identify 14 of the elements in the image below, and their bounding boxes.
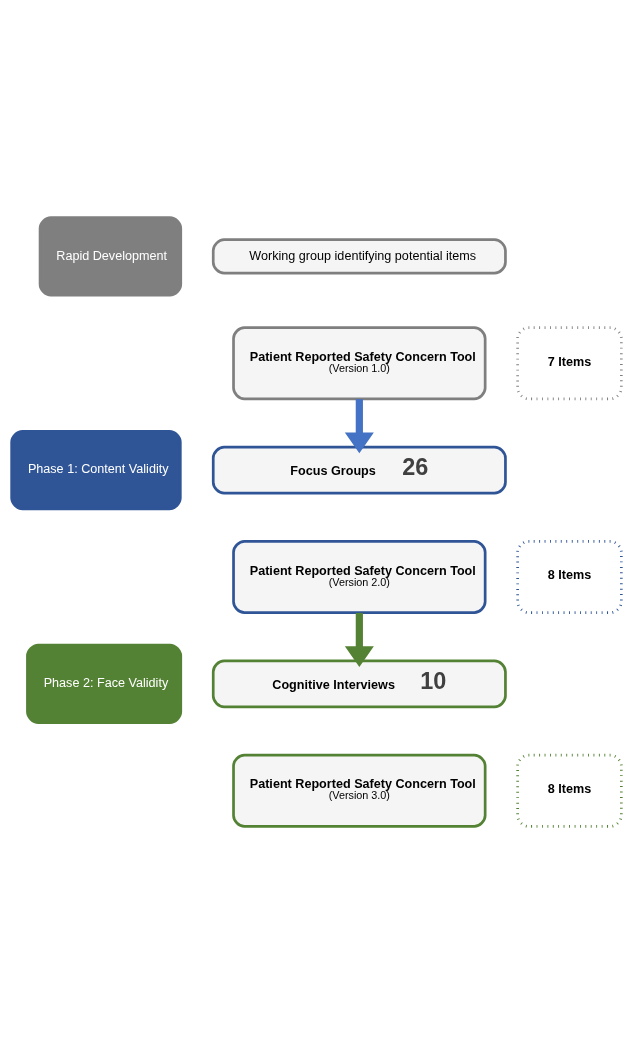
node-box: 8 Items: [516, 753, 623, 828]
node-box: Phase 1: Content Validity: [10, 429, 182, 510]
node-box: Phase 2: Face Validity: [26, 643, 183, 724]
node-box: Focus Groups 26: [211, 445, 507, 494]
arrow: [344, 612, 374, 667]
arrow: [344, 398, 374, 453]
node-box: Patient Reported Safety Concern Tool (Version 2.0): [232, 539, 487, 614]
node-box: Rapid Development: [38, 215, 183, 297]
node-box: Patient Reported Safety Concern Tool (Version 3.0): [232, 753, 487, 828]
node-box: Patient Reported Safety Concern Tool (Version 1.0): [232, 325, 487, 400]
node-box: Cognitive Interviews 10: [211, 659, 507, 708]
node-box: 8 Items: [516, 539, 623, 614]
node-box: 7 Items: [516, 325, 623, 400]
node-box: Working group identifying potential items: [211, 237, 507, 274]
